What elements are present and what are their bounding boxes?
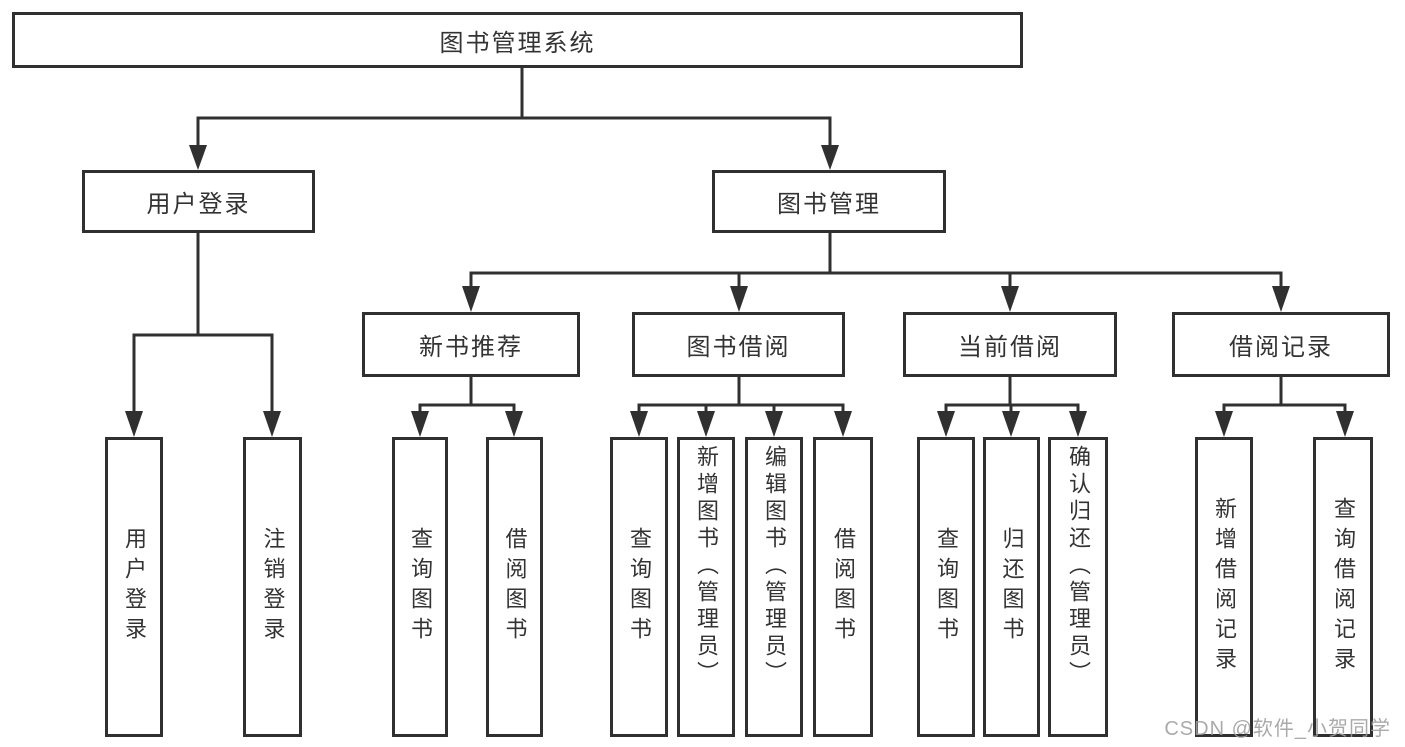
csdn-watermark: CSDN @软件_小贺同学: [1164, 718, 1391, 740]
leaf-confirm-return-admin-label: 确认归还（管理员）: [1066, 445, 1091, 688]
node-book-borrow-label: 图书借阅: [686, 334, 791, 361]
leaf-confirm-return-admin: 确认归还（管理员）: [1048, 437, 1108, 737]
leaf-logout: 注销登录: [243, 437, 302, 737]
leaf-query-borrow-record-label: 查询借阅记录: [1331, 497, 1356, 677]
leaf-borrow-book: 借阅图书: [813, 437, 873, 737]
leaf-query-book-current: 查询图书: [917, 437, 975, 737]
leaf-query-book-borrow: 查询图书: [610, 437, 668, 737]
node-root: 图书管理系统: [12, 12, 1023, 68]
node-book-borrow: 图书借阅: [632, 312, 845, 377]
leaf-return-book: 归还图书: [983, 437, 1040, 737]
leaf-borrow-book-recommend: 借阅图书: [486, 437, 543, 737]
leaf-user-login: 用户登录: [105, 437, 163, 737]
leaf-borrow-book-label: 借阅图书: [831, 527, 856, 647]
node-root-label: 图书管理系统: [439, 29, 596, 57]
leaf-logout-label: 注销登录: [260, 527, 286, 647]
leaf-borrow-book-recommend-label: 借阅图书: [502, 527, 528, 647]
node-user-login: 用户登录: [82, 170, 315, 233]
leaf-add-borrow-record-label: 新增借阅记录: [1212, 497, 1237, 677]
leaf-add-borrow-record: 新增借阅记录: [1195, 437, 1253, 737]
node-new-book-recommend-label: 新书推荐: [419, 334, 523, 361]
leaf-add-book-admin-label: 新增图书（管理员）: [694, 445, 719, 688]
node-current-borrow-label: 当前借阅: [958, 334, 1062, 361]
node-book-management: 图书管理: [712, 170, 946, 233]
leaf-query-book-borrow-label: 查询图书: [627, 527, 652, 647]
leaf-query-borrow-record: 查询借阅记录: [1313, 437, 1373, 737]
leaf-add-book-admin: 新增图书（管理员）: [677, 437, 735, 737]
node-borrow-records-label: 借阅记录: [1229, 334, 1333, 361]
node-new-book-recommend: 新书推荐: [362, 312, 580, 377]
node-current-borrow: 当前借阅: [903, 312, 1117, 377]
leaf-query-book-current-label: 查询图书: [934, 527, 959, 647]
leaf-edit-book-admin: 编辑图书（管理员）: [745, 437, 803, 737]
node-user-login-label: 用户登录: [146, 191, 251, 218]
leaf-query-book-recommend-label: 查询图书: [408, 527, 433, 647]
node-borrow-records: 借阅记录: [1172, 312, 1390, 377]
node-book-management-label: 图书管理: [777, 191, 881, 218]
leaf-return-book-label: 归还图书: [999, 527, 1025, 647]
leaf-query-book-recommend: 查询图书: [392, 437, 448, 737]
leaf-user-login-label: 用户登录: [122, 527, 147, 647]
leaf-edit-book-admin-label: 编辑图书（管理员）: [762, 445, 787, 688]
